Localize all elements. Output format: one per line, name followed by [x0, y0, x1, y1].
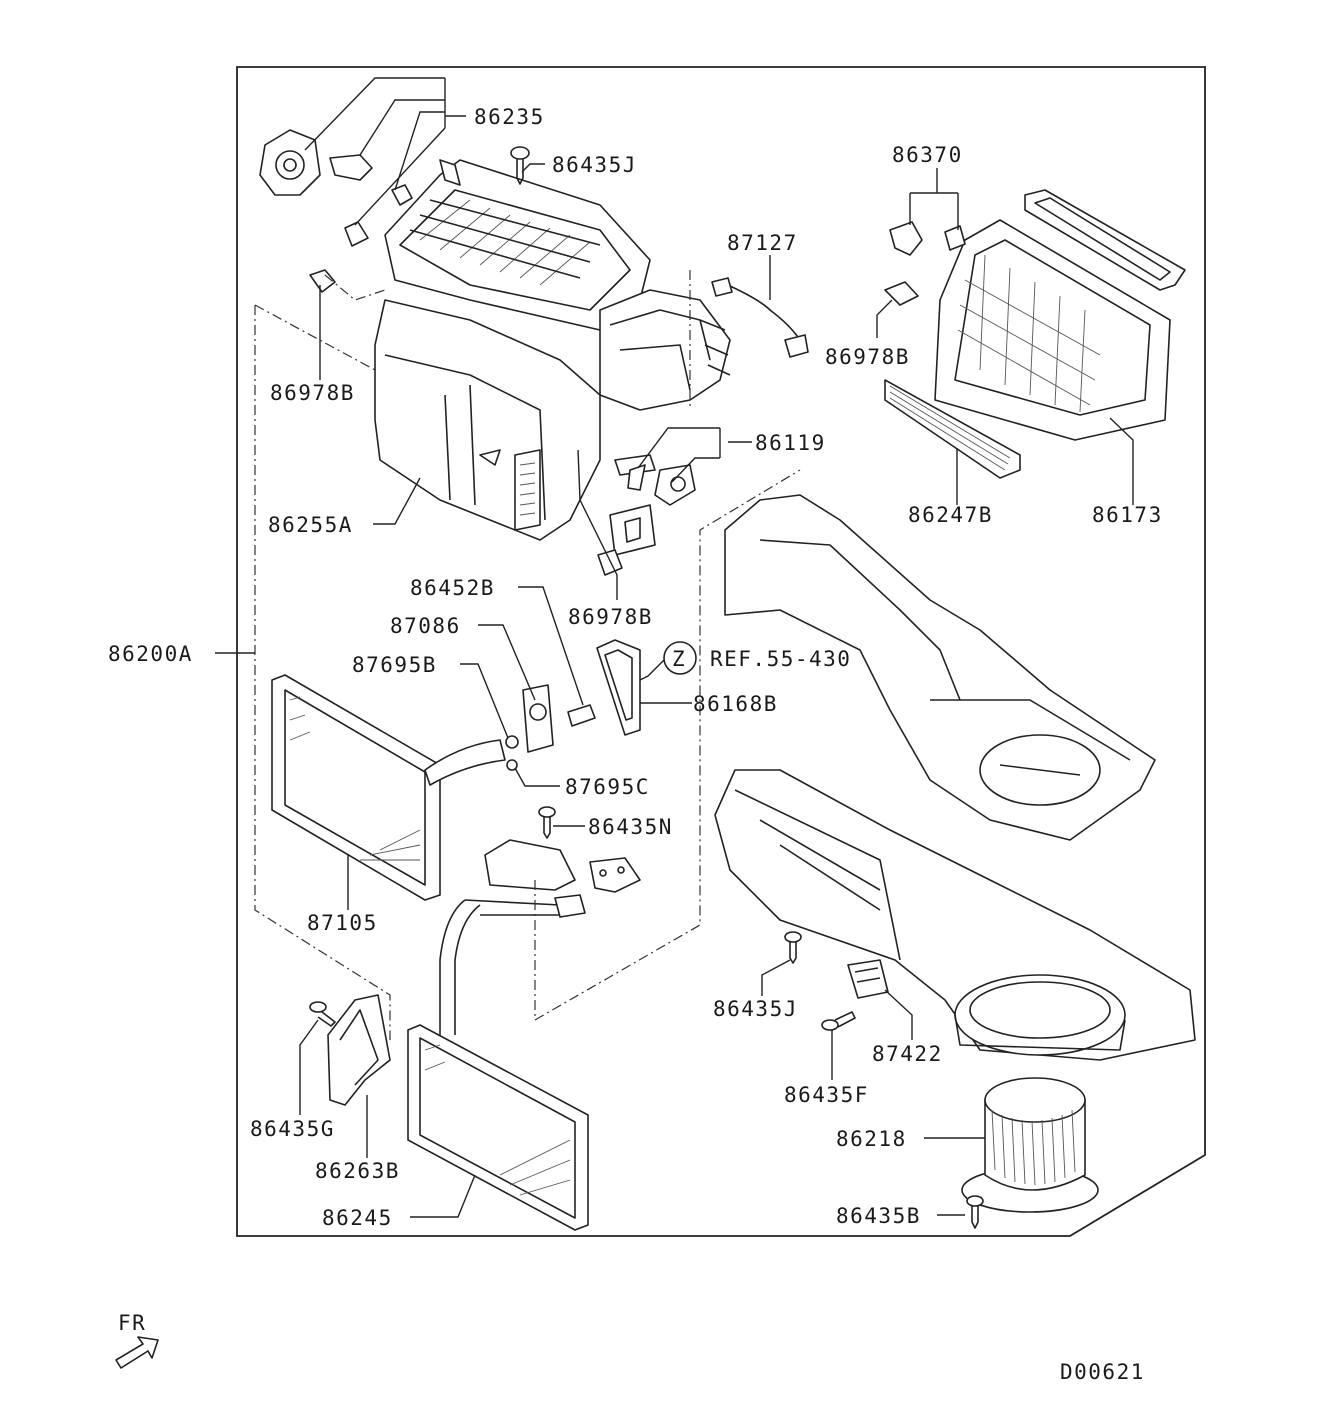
- heater-core-86245: [407, 1024, 589, 1231]
- screw-86435G: [309, 1001, 336, 1027]
- label-86978B-mid: 86978B: [568, 605, 653, 629]
- label-86435N: 86435N: [588, 815, 673, 839]
- label-86435F: 86435F: [784, 1083, 869, 1107]
- group-line-left: [254, 305, 391, 1040]
- expansion-valve-87086: [522, 684, 554, 753]
- label-ref: REF.55-430: [710, 647, 851, 671]
- heater-case-upper: [384, 159, 651, 331]
- label-86235: 86235: [474, 105, 545, 129]
- bracket-86263B: [327, 994, 391, 1106]
- label-86435G: 86435G: [250, 1117, 335, 1141]
- linkage-86119: [614, 454, 696, 506]
- label-fr: FR: [118, 1311, 146, 1335]
- group-line-mid: [534, 469, 801, 1022]
- bolt-86452B: [567, 704, 596, 727]
- label-86978B-right: 86978B: [825, 345, 910, 369]
- plate-86978B-mid: [597, 504, 656, 576]
- label-86119: 86119: [755, 431, 826, 455]
- pipe-assembly: [439, 839, 641, 1035]
- evaporator-87105: [271, 674, 506, 901]
- o-rings-87695: [505, 735, 519, 771]
- label-87127: 87127: [727, 231, 798, 255]
- label-86435J-bottom: 86435J: [713, 997, 798, 1021]
- blower-housing-lower: [714, 769, 1196, 1061]
- z-marker-circle: [663, 641, 697, 675]
- label-86370: 86370: [892, 143, 963, 167]
- label-87422: 87422: [872, 1042, 943, 1066]
- sensor-87127: [711, 277, 809, 358]
- screw-86435J-bottom: [784, 931, 802, 964]
- blower-motor-86218: [961, 1077, 1099, 1213]
- label-86263B: 86263B: [315, 1159, 400, 1183]
- screw-86435B: [966, 1195, 984, 1229]
- resistor-87422: [847, 959, 889, 999]
- label-87105: 87105: [307, 911, 378, 935]
- label-86245: 86245: [322, 1206, 393, 1230]
- blower-duct-upper: [599, 289, 731, 411]
- label-86168B: 86168B: [693, 692, 778, 716]
- label-86247B: 86247B: [908, 503, 993, 527]
- label-87695B: 87695B: [352, 653, 437, 677]
- group-line-top: [324, 270, 691, 410]
- gasket-86168B: [596, 639, 641, 736]
- label-87695C: 87695C: [565, 775, 650, 799]
- front-direction-arrow-icon: [115, 1336, 159, 1369]
- label-86435B: 86435B: [836, 1204, 921, 1228]
- filter-frame-seal: [1024, 189, 1186, 291]
- screw-86435F: [821, 1011, 856, 1031]
- screw-86435N: [538, 806, 556, 839]
- group-line-upper: [254, 304, 376, 371]
- label-86218: 86218: [836, 1127, 907, 1151]
- diagram-code: D00621: [1060, 1360, 1145, 1384]
- label-86978B-left: 86978B: [270, 381, 355, 405]
- label-z-marker: Z: [672, 647, 686, 671]
- label-86173: 86173: [1092, 503, 1163, 527]
- label-86255A: 86255A: [268, 513, 353, 537]
- diagram-frame: [236, 66, 1206, 1237]
- leader-lines: [215, 77, 1134, 1218]
- label-87086: 87086: [390, 614, 461, 638]
- blower-housing-upper: [724, 494, 1156, 841]
- label-86435J-top: 86435J: [552, 153, 637, 177]
- inlet-case-86173: [934, 219, 1171, 441]
- front-direction: FR: [115, 1311, 159, 1369]
- label-86452B: 86452B: [410, 576, 495, 600]
- heater-case-lower: [374, 299, 601, 541]
- filter-86247B: [884, 379, 1021, 479]
- actuator-86235: [259, 129, 413, 247]
- label-86200A: 86200A: [108, 642, 193, 666]
- part-labels: 86235 86435J 86370 87127 86978B 86978B 8…: [108, 105, 1163, 1230]
- clip-86978B-left: [309, 269, 336, 293]
- actuator-86370: [884, 221, 966, 306]
